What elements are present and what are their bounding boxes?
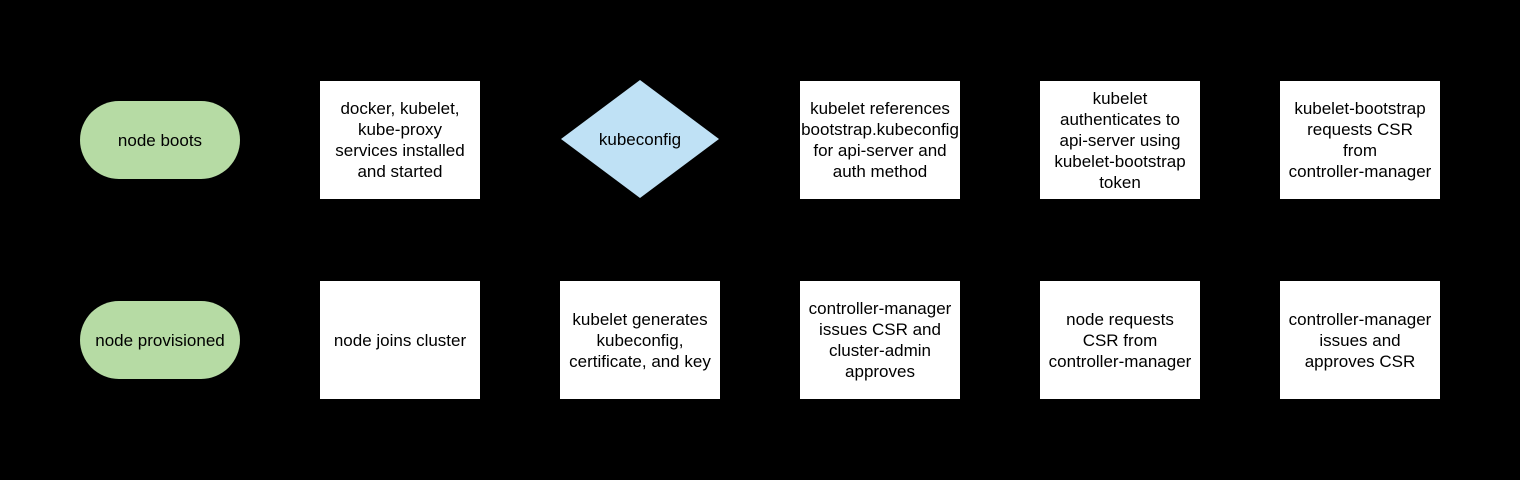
process-kubelet-references-bootstrap-kubeconfig: kubelet references bootstrap.kubeconfig …: [800, 81, 960, 199]
process-controller-manager-issues-and-approves-csr: controller-manager issues and approves C…: [1280, 281, 1440, 399]
decision-kubeconfig: kubeconfig: [561, 80, 719, 198]
process-kubelet-generates-kubeconfig: kubelet generates kubeconfig, certificat…: [560, 281, 720, 399]
terminator-node-provisioned: node provisioned: [80, 301, 240, 379]
process-node-requests-csr: node requests CSR from controller-manage…: [1040, 281, 1200, 399]
process-node-joins-cluster: node joins cluster: [320, 281, 480, 399]
process-services-installed-and-started: docker, kubelet, kube-proxy services ins…: [320, 81, 480, 199]
process-controller-manager-issues-csr-cluster-admin-approves: controller-manager issues CSR and cluste…: [800, 281, 960, 399]
process-kubelet-bootstrap-requests-csr: kubelet-bootstrap requests CSR from cont…: [1280, 81, 1440, 199]
terminator-node-boots: node boots: [80, 101, 240, 179]
process-kubelet-authenticates-to-api-server: kubelet authenticates to api-server usin…: [1040, 81, 1200, 199]
